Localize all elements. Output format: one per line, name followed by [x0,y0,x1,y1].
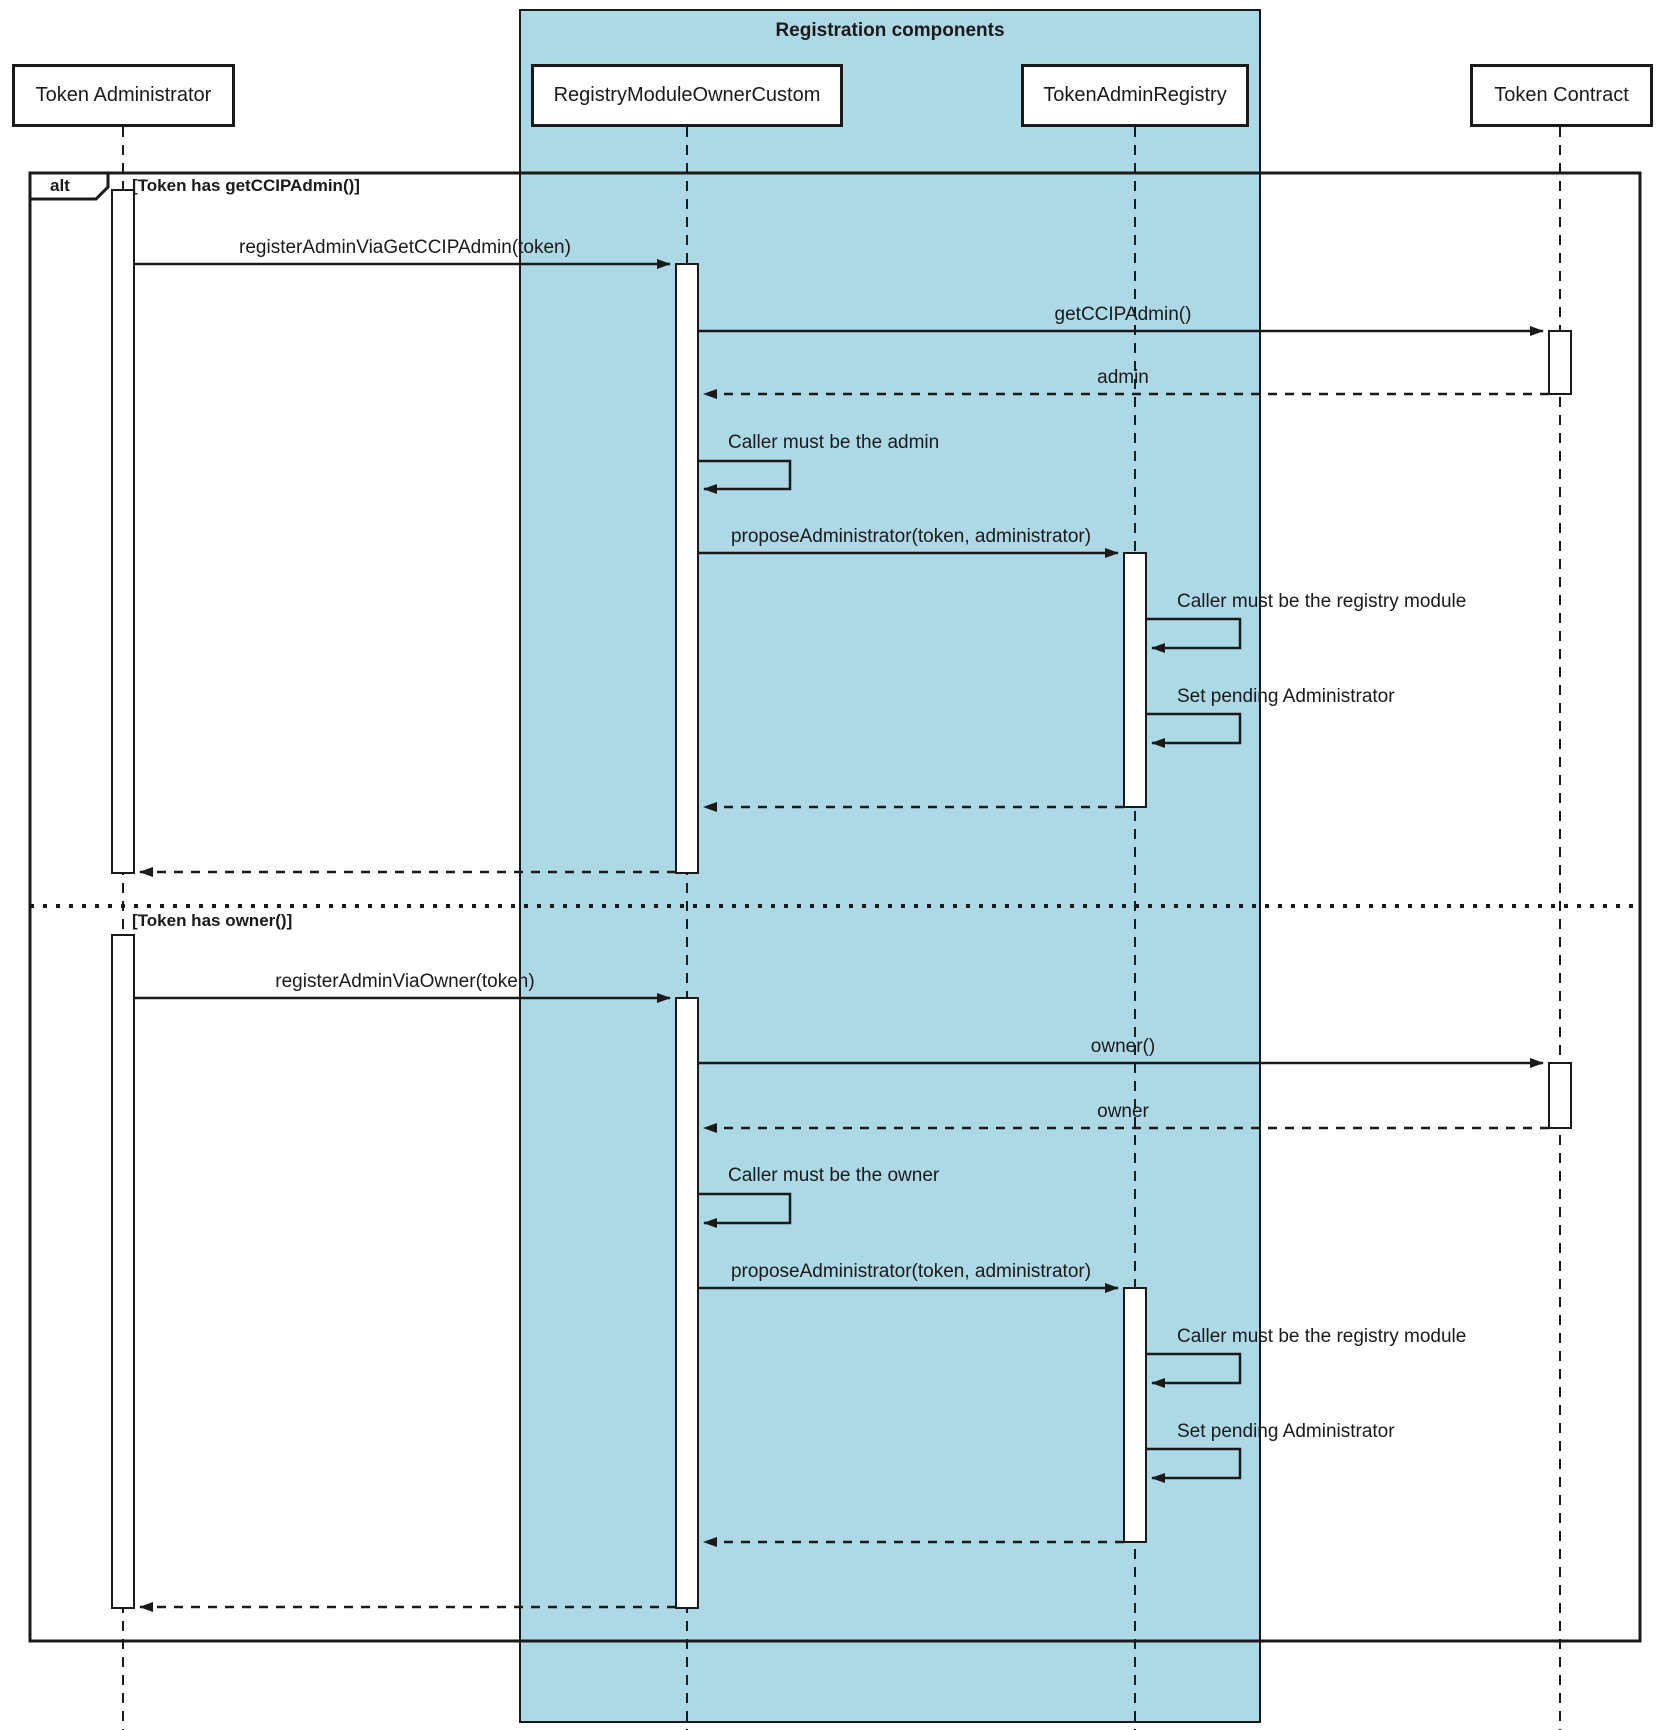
self-message-set-pending-1 [1146,712,1242,748]
activation-token-administrator-1 [111,189,135,874]
registration-components-container [519,9,1261,1723]
message-label-admin-return: admin [1097,367,1149,388]
registration-components-title: Registration components [775,20,1005,41]
message-label-caller-registry-2: Caller must be the registry module [1177,1326,1467,1347]
self-message-caller-must-be-owner [698,1192,792,1228]
participant-token-administrator: Token Administrator [12,64,235,127]
self-message-caller-must-be-admin [698,459,792,494]
alt-operator-pentagon [28,171,110,201]
message-label-owner-return: owner [1097,1101,1149,1122]
activation-token-administrator-2 [111,934,135,1609]
message-label-propose-administrator-2: proposeAdministrator(token, administrato… [730,1261,1092,1282]
alt-operator-label: alt [50,176,70,195]
self-message-caller-registry-2 [1146,1352,1242,1388]
participant-registry-module-owner-custom: RegistryModuleOwnerCustom [531,64,843,127]
guard-token-has-owner: [Token has owner()] [132,911,293,930]
message-label-set-pending-2: Set pending Administrator [1177,1421,1395,1442]
message-label-caller-registry-1: Caller must be the registry module [1177,591,1467,612]
participant-token-contract: Token Contract [1470,64,1653,127]
activation-token-contract-1 [1548,330,1572,395]
activation-registry-module-1 [675,263,699,874]
message-label-set-pending-1: Set pending Administrator [1177,686,1395,707]
self-message-set-pending-2 [1146,1447,1242,1483]
message-label-register-via-ccip-admin: registerAdminViaGetCCIPAdmin(token) [239,237,571,258]
activation-token-contract-2 [1548,1062,1572,1129]
message-label-caller-must-be-admin: Caller must be the admin [728,432,940,453]
activation-token-admin-registry-1 [1123,552,1147,808]
message-label-caller-must-be-owner: Caller must be the owner [728,1165,940,1186]
guard-token-has-get-ccip-admin: [Token has getCCIPAdmin()] [132,176,360,195]
message-label-get-ccip-admin: getCCIPAdmin() [1054,304,1192,325]
activation-registry-module-2 [675,997,699,1609]
message-label-propose-administrator-1: proposeAdministrator(token, administrato… [730,526,1092,547]
message-label-register-via-owner: registerAdminViaOwner(token) [275,971,535,992]
participant-token-admin-registry: TokenAdminRegistry [1021,64,1249,127]
message-label-owner-call: owner() [1090,1036,1156,1057]
activation-token-admin-registry-2 [1123,1287,1147,1543]
self-message-caller-registry-1 [1146,617,1242,653]
